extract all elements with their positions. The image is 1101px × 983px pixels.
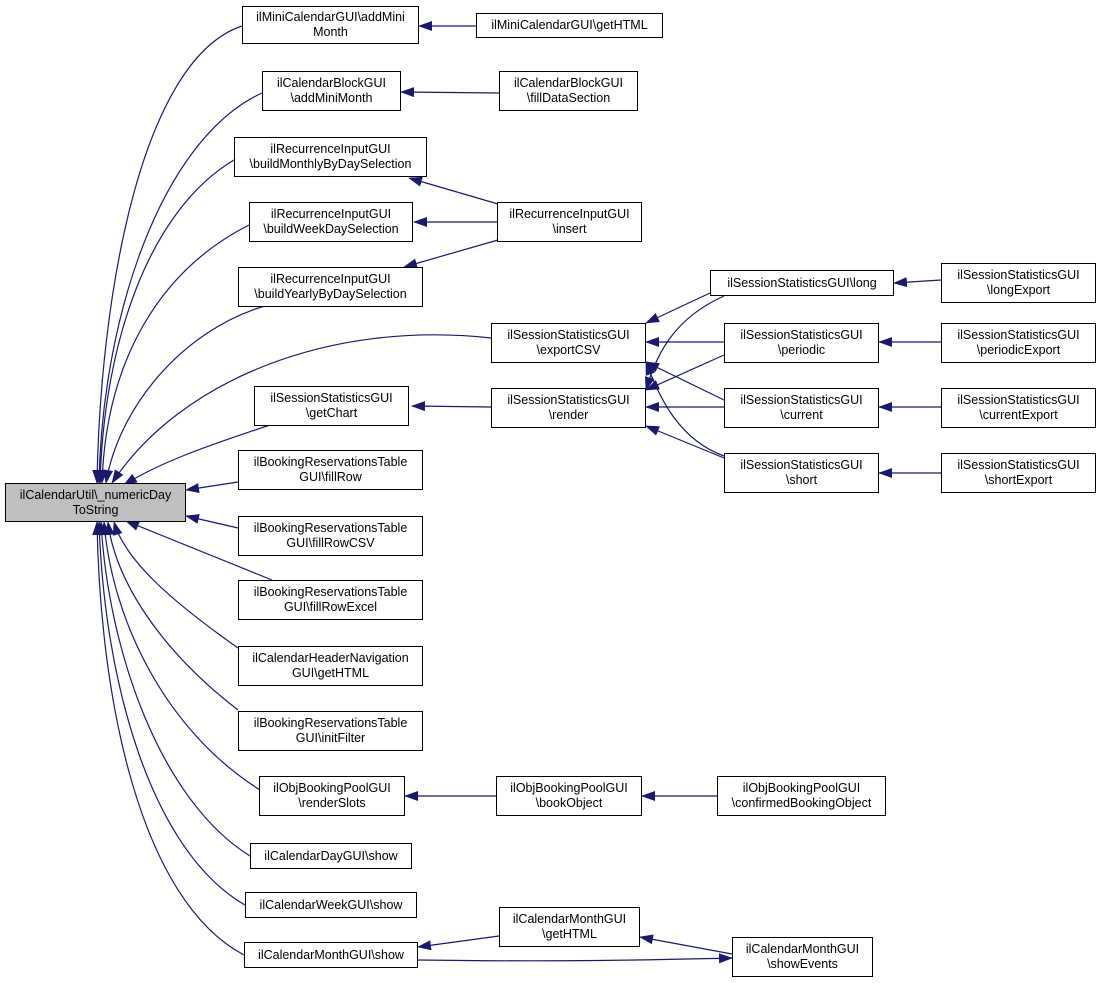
node-booking-reservations-fill-row-csv[interactable]: ilBookingReservationsTable GUI\fillRowCS… [238, 516, 423, 556]
node-session-stats-current[interactable]: ilSessionStatisticsGUI \current [724, 388, 879, 428]
edge-br-fillexcel-to-root [125, 520, 273, 581]
edge-br-fillrow-to-root [185, 481, 239, 493]
edge-month-events-to-month-html [639, 934, 733, 955]
node-recurrence-build-monthly[interactable]: ilRecurrenceInputGUI \buildMonthlyByDayS… [234, 137, 427, 177]
node-root: ilCalendarUtil\_numericDay ToString [5, 483, 186, 522]
node-calendar-block-add-mini-month[interactable]: ilCalendarBlockGUI \addMiniMonth [262, 71, 401, 111]
edge-ss-long-to-ss-csv [645, 292, 711, 324]
edge-br-filter-to-root [104, 521, 239, 711]
node-booking-reservations-fill-row[interactable]: ilBookingReservationsTable GUI\fillRow [238, 450, 423, 490]
edge-pool-render-to-root [100, 521, 261, 791]
edge-br-fillcsv-to-root [185, 514, 239, 529]
node-session-stats-current-export[interactable]: ilSessionStatisticsGUI \currentExport [941, 388, 1096, 428]
node-booking-pool-book-object[interactable]: ilObjBookingPoolGUI \bookObject [496, 776, 642, 816]
edge-rec-week-to-root [97, 224, 250, 484]
edge-ss-periodic-to-ss-render [645, 354, 725, 391]
edge-ss-csv-to-root [111, 334, 492, 484]
node-recurrence-build-week-day[interactable]: ilRecurrenceInputGUI \buildWeekDaySelect… [249, 202, 413, 242]
edge-day-show-to-root [96, 521, 251, 857]
node-booking-pool-render-slots[interactable]: ilObjBookingPoolGUI \renderSlots [259, 776, 405, 816]
node-session-stats-periodic-export[interactable]: ilSessionStatisticsGUI \periodicExport [941, 323, 1096, 363]
node-recurrence-build-yearly[interactable]: ilRecurrenceInputGUI \buildYearlyByDaySe… [238, 267, 423, 307]
edge-hdr-html-to-root [112, 521, 239, 649]
edge-ss-short-to-ss-render [645, 425, 725, 459]
node-calendar-month-show-events[interactable]: ilCalendarMonthGUI \showEvents [732, 937, 873, 977]
node-calendar-day-show[interactable]: ilCalendarDayGUI\show [250, 843, 412, 869]
node-session-stats-long[interactable]: ilSessionStatisticsGUI\long [710, 270, 894, 296]
node-calendar-block-fill-data-section[interactable]: ilCalendarBlockGUI \fillDataSection [499, 71, 638, 111]
node-session-stats-short-export[interactable]: ilSessionStatisticsGUI \shortExport [941, 453, 1096, 493]
edge-ss-chart-to-root [123, 424, 271, 486]
edge-rec-monthly-to-root [95, 159, 235, 484]
node-booking-reservations-fill-row-excel[interactable]: ilBookingReservationsTable GUI\fillRowEx… [238, 580, 423, 620]
edge-rec-insert-to-rec-yearly [403, 239, 499, 269]
node-session-stats-short[interactable]: ilSessionStatisticsGUI \short [724, 453, 879, 493]
node-calendar-month-show[interactable]: ilCalendarMonthGUI\show [244, 942, 418, 968]
edge-week-show-to-root [94, 521, 246, 906]
node-mini-calendar-get-html[interactable]: ilMiniCalendarGUI\getHTML [476, 13, 663, 38]
node-calendar-month-get-html[interactable]: ilCalendarMonthGUI \getHTML [499, 907, 640, 947]
node-session-stats-get-chart[interactable]: ilSessionStatisticsGUI \getChart [254, 386, 409, 426]
edge-month-show-to-root [92, 521, 245, 956]
edge-ss-long-to-ss-render [644, 295, 725, 391]
node-booking-pool-confirmed-booking[interactable]: ilObjBookingPoolGUI \confirmedBookingObj… [717, 776, 886, 816]
edge-mini-add-to-root [92, 25, 243, 484]
node-session-stats-long-export[interactable]: ilSessionStatisticsGUI \longExport [941, 263, 1096, 303]
node-session-stats-periodic[interactable]: ilSessionStatisticsGUI \periodic [724, 323, 879, 363]
node-session-stats-export-csv[interactable]: ilSessionStatisticsGUI \exportCSV [491, 323, 646, 363]
edge-ss-render-to-ss-chart [411, 401, 492, 412]
node-calendar-header-navigation-get-html[interactable]: ilCalendarHeaderNavigation GUI\getHTML [238, 646, 423, 686]
edge-block-add-to-root [94, 92, 263, 484]
node-mini-calendar-add-mini-month[interactable]: ilMiniCalendarGUI\addMini Month [242, 6, 419, 44]
node-calendar-week-show[interactable]: ilCalendarWeekGUI\show [245, 892, 417, 918]
edge-rec-yearly-to-root [103, 304, 269, 484]
edge-month-html-to-month-show [417, 935, 500, 951]
edge-ss-current-to-ss-csv [645, 361, 725, 401]
node-session-stats-render[interactable]: ilSessionStatisticsGUI \render [491, 388, 646, 428]
node-booking-reservations-init-filter[interactable]: ilBookingReservationsTable GUI\initFilte… [238, 711, 423, 751]
edge-ss-longexp-to-ss-long [893, 277, 942, 288]
edge-rec-insert-to-rec-monthly [408, 176, 499, 205]
edge-block-fill-to-block-add [400, 87, 500, 98]
edge-month-show-to-month-events [417, 953, 733, 964]
node-recurrence-insert[interactable]: ilRecurrenceInputGUI \insert [497, 202, 642, 242]
